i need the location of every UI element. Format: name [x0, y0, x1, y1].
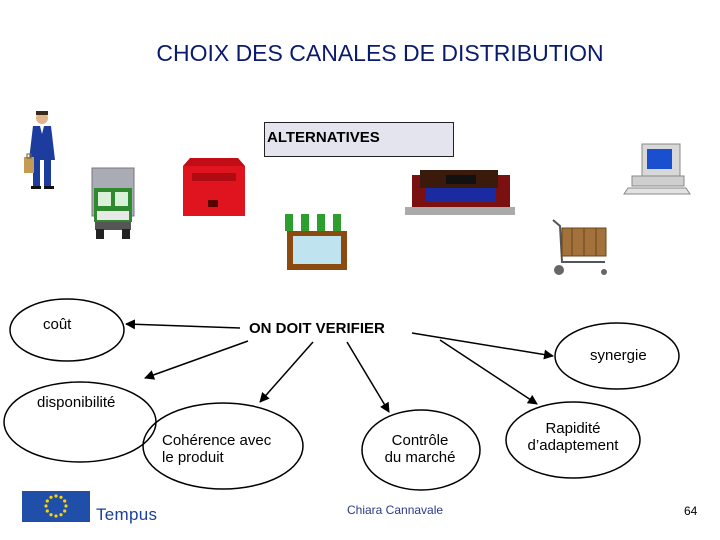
disponibilite-label: disponibilité	[37, 394, 116, 411]
businessman-icon	[24, 111, 55, 189]
eu-star	[63, 509, 67, 513]
page-number: 64	[684, 504, 698, 518]
eu-star	[54, 514, 58, 518]
controle-ellipse	[361, 409, 481, 491]
eu-star	[45, 509, 49, 513]
verify-label: ON DOIT VERIFIER	[249, 320, 385, 337]
eu-star	[64, 504, 68, 508]
controle-line-1: Contrôle	[391, 432, 449, 449]
computer-icon	[623, 143, 691, 195]
eu-star	[59, 495, 63, 499]
rapidite-line-1: Rapidité	[545, 420, 601, 437]
shopping-cart-icon	[552, 219, 607, 275]
eu-star	[49, 513, 53, 517]
eu-star	[54, 494, 58, 498]
shop-icon	[285, 214, 349, 270]
eu-star	[49, 495, 53, 499]
coherence-ellipse	[142, 402, 304, 490]
arrow-to-cost	[125, 319, 241, 330]
truck-icon	[91, 167, 135, 239]
cost-ellipse	[9, 298, 125, 362]
arrow-to-synergie	[411, 332, 554, 360]
alternatives-box: ALTERNATIVES	[264, 122, 454, 157]
tempus-logo-text: Tempus	[96, 505, 158, 524]
controle-label: Contrôle du marché	[365, 432, 475, 466]
coherence-line-1: Cohérence avec	[162, 432, 272, 449]
eu-star	[63, 499, 67, 503]
storefront-icon	[405, 170, 515, 215]
controle-line-2: du marché	[384, 449, 456, 466]
rapidite-line-2: d’adaptement	[527, 437, 619, 454]
synergie-label: synergie	[590, 347, 647, 364]
eu-flag-logo	[22, 491, 90, 522]
arrow-to-rapidite	[439, 339, 538, 405]
page-title: CHOIX DES CANALES DE DISTRIBUTION	[156, 40, 604, 66]
cost-label: coût	[43, 316, 72, 333]
arrow-to-controle	[346, 341, 390, 413]
arrow-to-disponibilite	[144, 340, 249, 380]
author-name: Chiara Cannavale	[347, 503, 444, 517]
synergie-ellipse	[554, 322, 680, 390]
rapidite-label: Rapidité d’adaptement	[508, 420, 638, 454]
eu-star	[59, 513, 63, 517]
coherence-label: Cohérence avec le produit	[162, 432, 271, 466]
mailbox-icon	[183, 158, 245, 216]
rapidite-ellipse	[505, 401, 641, 479]
eu-star	[44, 504, 48, 508]
arrow-to-coherence	[259, 341, 314, 403]
coherence-line-2: le produit	[162, 449, 224, 466]
eu-star	[45, 499, 49, 503]
